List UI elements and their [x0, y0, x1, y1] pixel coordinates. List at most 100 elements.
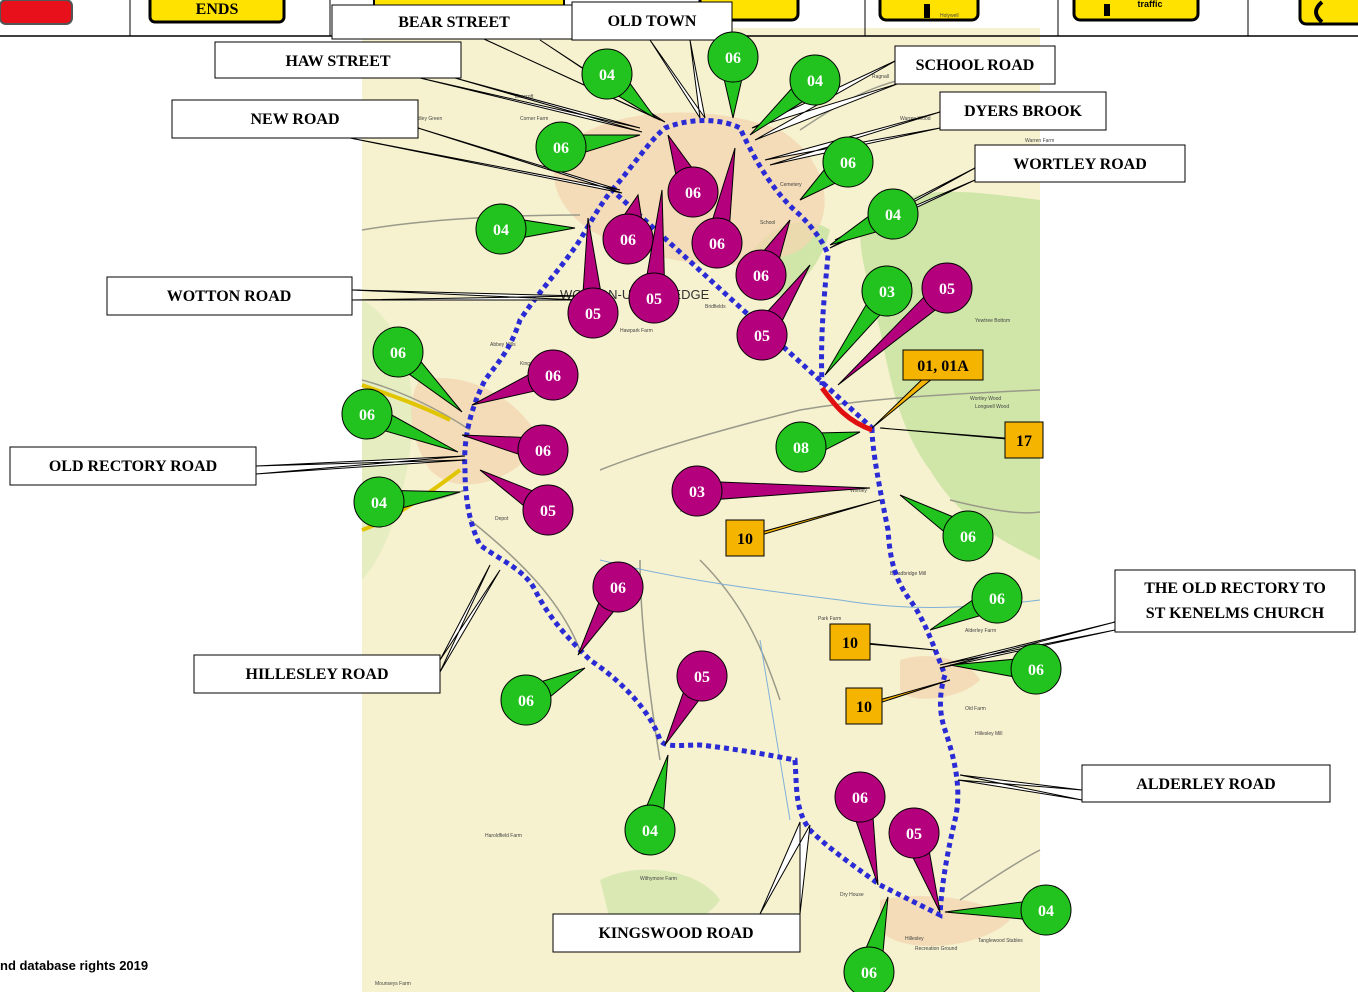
callout-school-road: SCHOOL ROAD [894, 45, 1056, 85]
callout-text: DYERS BROOK [964, 103, 1082, 120]
place-label: Alderley Farm [965, 628, 996, 634]
callout-pointer [649, 39, 706, 119]
callout-hillesley-road: HILLESLEY ROAD [193, 654, 441, 694]
place-label: Recreation Ground [915, 946, 957, 952]
svg-text:06: 06 [535, 443, 551, 460]
place-label: Longwell Wood [975, 404, 1009, 410]
callout-old-rectory-church: THE OLD RECTORY TO ST KENELMS CHURCH [1114, 569, 1356, 633]
green-pin: 04 [353, 476, 461, 528]
traffic-sign-text: traffic [1137, 0, 1162, 9]
svg-text:10: 10 [856, 699, 872, 716]
svg-text:06: 06 [753, 268, 769, 285]
svg-text:10: 10 [737, 531, 753, 548]
callout-text: HAW STREET [285, 53, 390, 70]
magenta-pin: 06 [667, 134, 719, 218]
green-pin: 06 [372, 326, 463, 413]
callout-text: SCHOOL ROAD [916, 57, 1035, 74]
traffic-sign-icon: traffic [1072, 0, 1200, 22]
copyright-notice: nd database rights 2019 [0, 958, 149, 973]
svg-text:06: 06 [518, 693, 534, 710]
amber-tag: 01, 01A [871, 349, 984, 429]
place-label: Dry House [840, 892, 864, 898]
place-label: Cemetery [780, 182, 802, 188]
diversion-route [462, 118, 961, 919]
callout-pointer [351, 289, 581, 301]
green-pin: 06 [707, 31, 759, 119]
callout-wortley-road: WORTLEY ROAD [974, 144, 1186, 183]
callout-old-rectory-road: OLD RECTORY ROAD [9, 446, 257, 486]
callout-text: KINGSWOOD ROAD [598, 925, 753, 942]
svg-text:17: 17 [1016, 433, 1032, 450]
svg-text:04: 04 [807, 73, 823, 90]
svg-text:05: 05 [939, 281, 955, 298]
green-pin: 06 [899, 494, 994, 562]
ends-sign-text: ENDS [196, 1, 239, 18]
place-label: Abbey Mills [490, 342, 516, 348]
svg-text:05: 05 [646, 291, 662, 308]
amber-tag: 10 [845, 679, 951, 725]
svg-text:06: 06 [545, 368, 561, 385]
place-label: Hillesley [905, 936, 924, 942]
callout-text: NEW ROAD [250, 111, 339, 128]
green-pin: 06 [500, 667, 586, 726]
svg-text:05: 05 [906, 826, 922, 843]
green-pin: 04 [944, 884, 1072, 936]
place-label: Corner Farm [520, 116, 548, 122]
callout-text: ALDERLEY ROAD [1136, 776, 1275, 793]
callout-alderley-road: ALDERLEY ROAD [1081, 764, 1331, 803]
magenta-pin: 06 [577, 561, 644, 656]
place-label: Holywell [940, 13, 959, 19]
place-label: Mounseys Farm [375, 981, 411, 987]
callout-wotton-road: WOTTON ROAD [106, 276, 353, 316]
green-pin: 06 [341, 388, 459, 453]
place-label: Warren Farm [1025, 138, 1054, 144]
svg-text:04: 04 [1038, 903, 1054, 920]
callout-pointer [957, 774, 1083, 801]
place-label: Hawpark Farm [620, 328, 653, 334]
magenta-pin: 05 [479, 469, 574, 536]
green-pin: 06 [949, 643, 1062, 695]
svg-text:06: 06 [725, 50, 741, 67]
place-label: Bridfields [705, 304, 726, 310]
bend-sign-icon [1298, 0, 1358, 26]
callout-text-line2: ST KENELMS CHURCH [1146, 605, 1325, 622]
green-pin: 06 [843, 896, 895, 992]
magenta-pin: 06 [735, 219, 791, 301]
callout-new-road: NEW ROAD [171, 99, 419, 139]
callout-pointer [759, 821, 811, 915]
callout-text: WORTLEY ROAD [1013, 156, 1147, 173]
magenta-pin: 05 [628, 189, 680, 324]
place-label: Tanglewood Stables [978, 938, 1023, 944]
magenta-pin: 05 [888, 807, 941, 913]
green-pin: 03 [824, 265, 913, 376]
svg-text:03: 03 [689, 484, 705, 501]
place-label: Haroldfield Farm [485, 833, 522, 839]
magenta-pin: 05 [567, 217, 619, 339]
svg-text:04: 04 [885, 207, 901, 224]
svg-text:06: 06 [709, 236, 725, 253]
callout-pointer [439, 564, 501, 673]
callout-text: OLD TOWN [608, 13, 697, 30]
place-label: Park Farm [818, 616, 841, 622]
svg-text:06: 06 [852, 790, 868, 807]
svg-text:03: 03 [879, 284, 895, 301]
svg-text:01, 01A: 01, 01A [917, 358, 969, 375]
magenta-pin: 06 [461, 424, 569, 476]
svg-text:06: 06 [390, 345, 406, 362]
svg-text:04: 04 [599, 67, 615, 84]
callout-text: WOTTON ROAD [167, 288, 292, 305]
magenta-pin: 06 [602, 193, 654, 265]
svg-text:06: 06 [840, 155, 856, 172]
svg-text:06: 06 [861, 965, 877, 982]
magenta-pin: 05 [736, 264, 811, 361]
svg-text:06: 06 [553, 140, 569, 157]
no-entry-sign-icon [0, 0, 73, 25]
callout-haw-street: HAW STREET [214, 41, 462, 79]
green-pin: 04 [829, 188, 919, 246]
svg-text:08: 08 [793, 440, 809, 457]
callout-old-town: OLD TOWN [571, 1, 733, 41]
svg-text:04: 04 [493, 222, 509, 239]
amber-tag: 10 [829, 623, 936, 661]
svg-text:06: 06 [620, 232, 636, 249]
